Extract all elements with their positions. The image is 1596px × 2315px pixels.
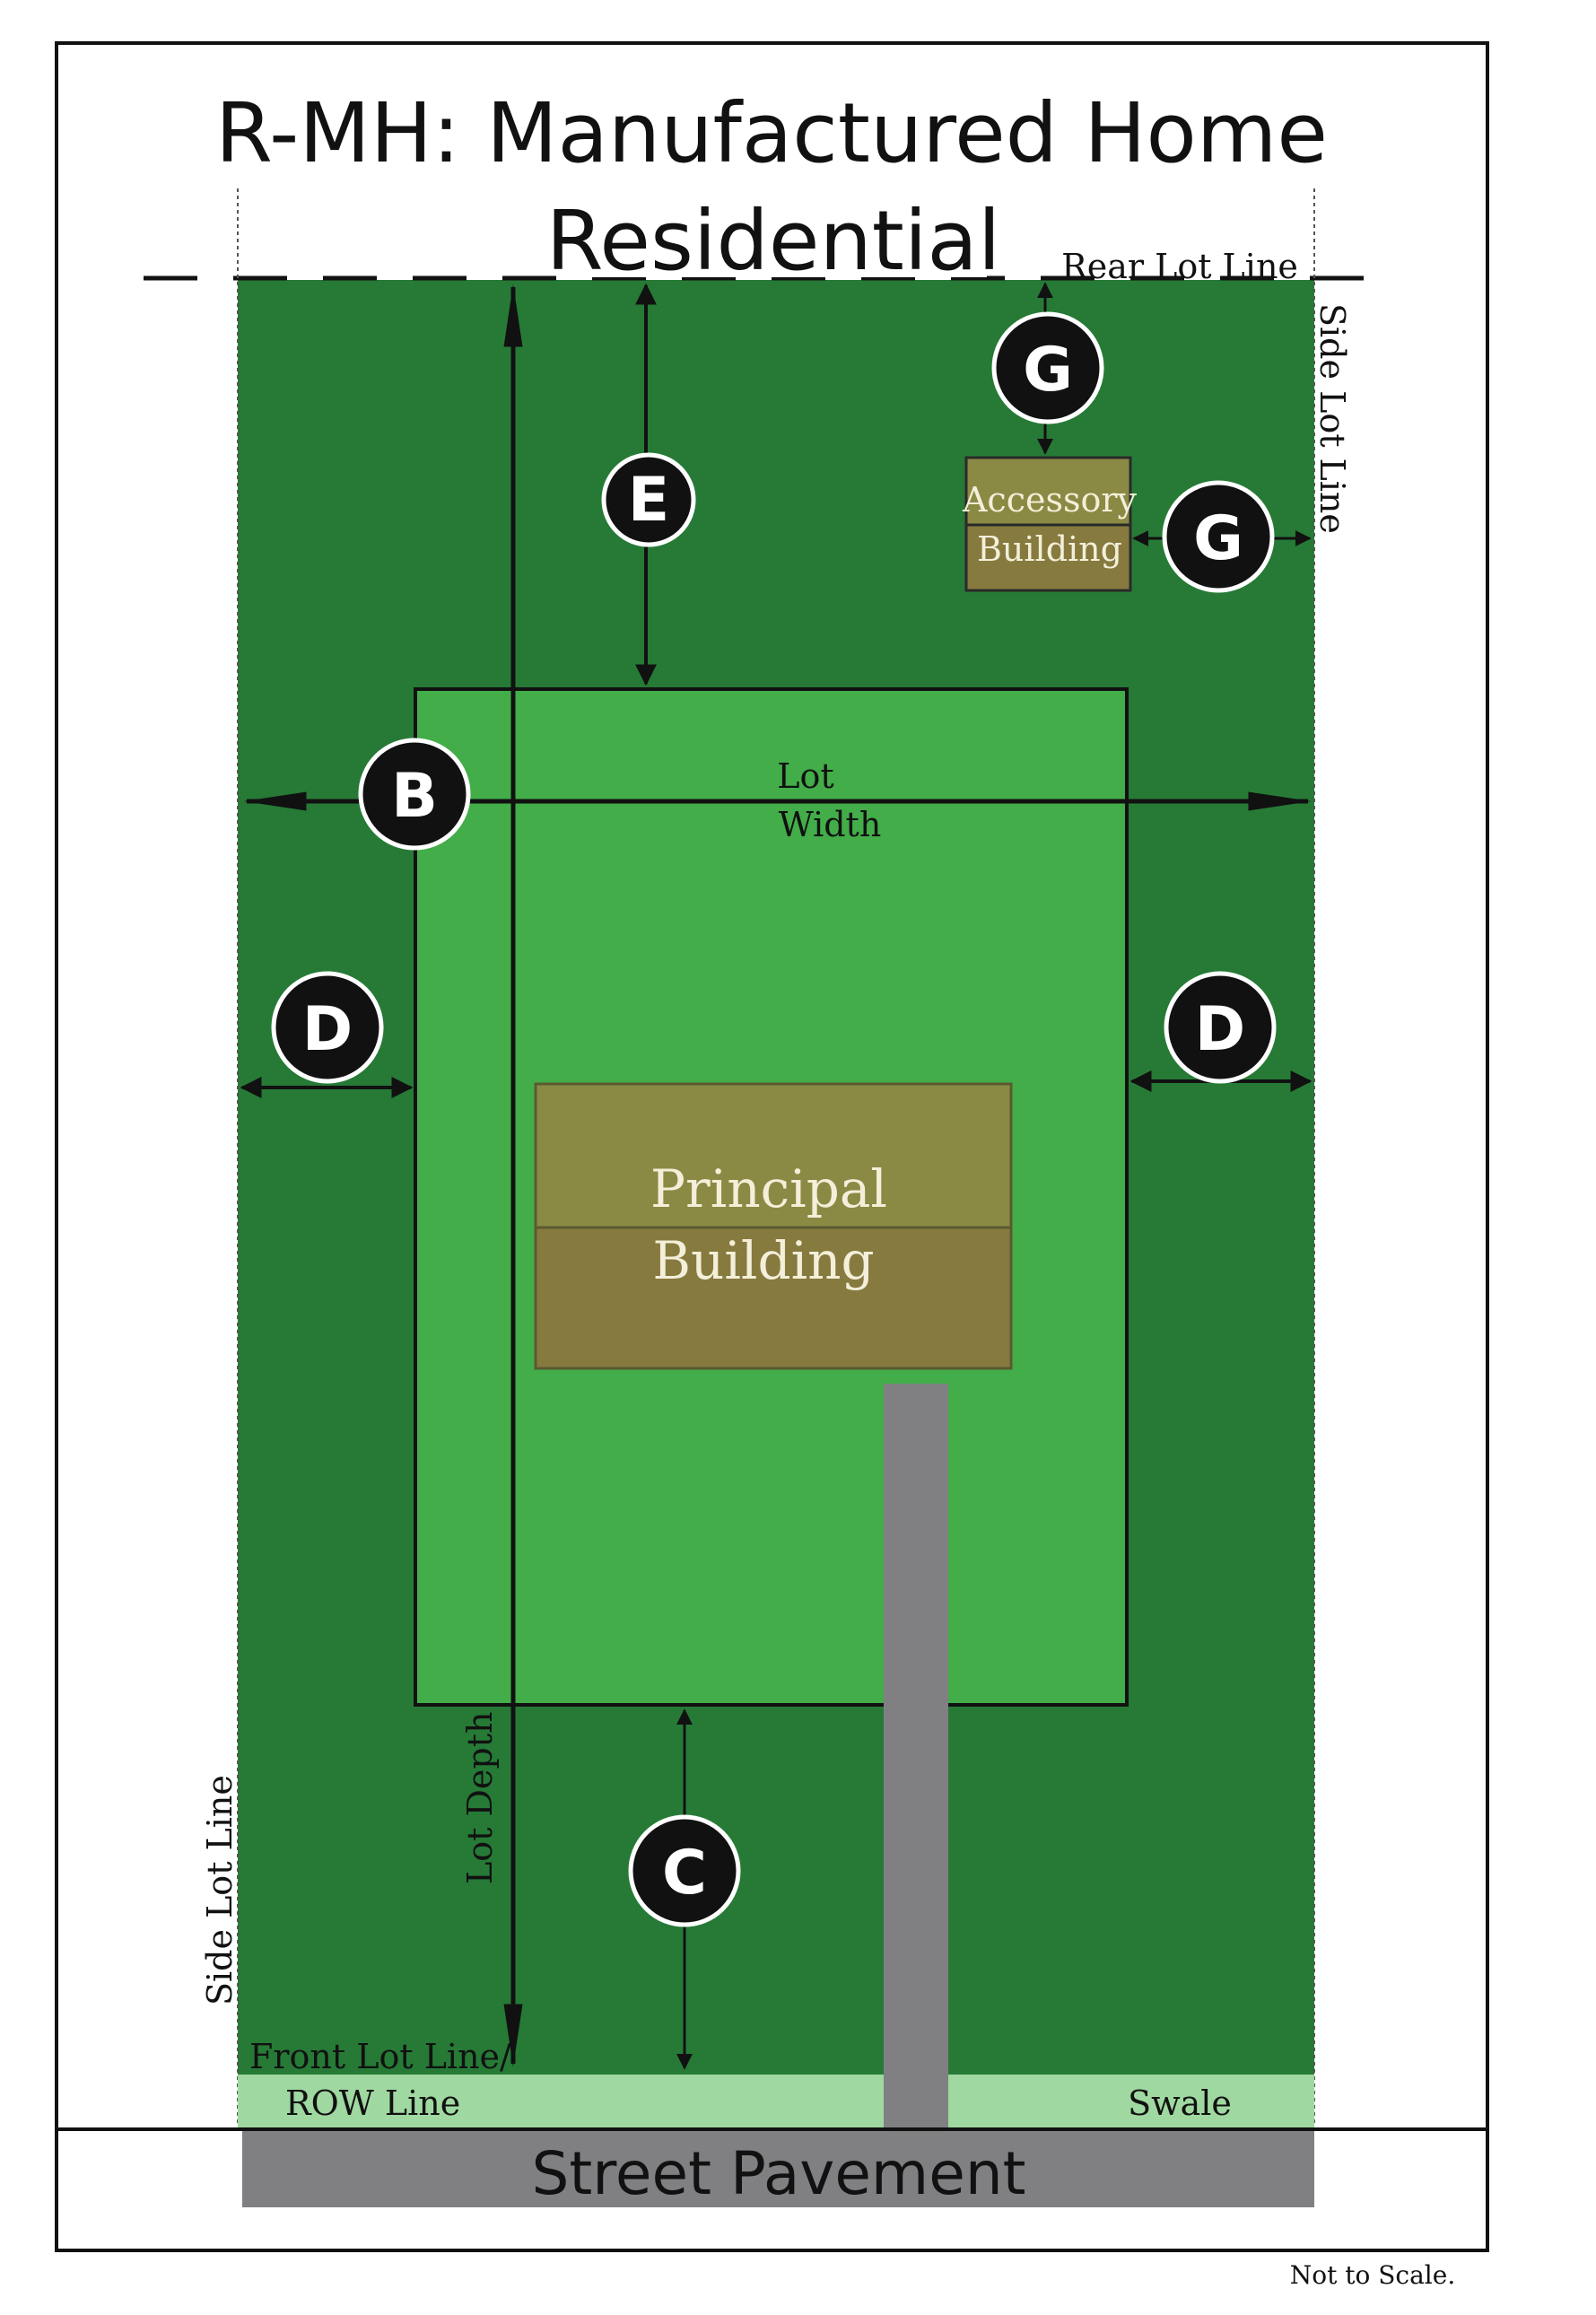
marker-c-letter: C — [662, 1838, 707, 1909]
driveway — [884, 1384, 948, 2128]
side-lot-line-label-left: Side Lot Line — [200, 1775, 240, 2005]
marker-d-right: D — [1164, 971, 1277, 1084]
street-pavement-label: Street Pavement — [531, 2139, 1025, 2208]
marker-g-rear: G — [991, 311, 1104, 424]
principal-building-top — [534, 1082, 1013, 1229]
marker-b: B — [358, 738, 471, 851]
marker-d-left-letter: D — [302, 994, 353, 1065]
principal-building-label-1: Principal — [650, 1158, 887, 1219]
lot-width-label-2: Width — [779, 805, 882, 844]
title-line-1: R-MH: Manufactured Home — [215, 85, 1328, 181]
rear-lot-line-label: Rear Lot Line — [1061, 247, 1298, 286]
marker-g-side-letter: G — [1193, 503, 1243, 574]
marker-d-left: D — [271, 971, 384, 1084]
row-line-label: ROW Line — [285, 2084, 460, 2123]
swale-strip-left — [238, 2075, 884, 2128]
swale-strip-right — [948, 2075, 1314, 2128]
marker-b-letter: B — [391, 761, 438, 832]
marker-e-letter: E — [628, 465, 669, 536]
principal-building-label-2: Building — [652, 1230, 874, 1291]
accessory-building-label-2: Building — [977, 529, 1122, 569]
principal-building-bottom — [534, 1226, 1013, 1370]
marker-d-right-letter: D — [1195, 994, 1245, 1065]
title-backing — [556, 193, 987, 277]
swale-label: Swale — [1128, 2084, 1232, 2123]
marker-e: E — [601, 452, 696, 547]
lot-width-label-1: Lot — [777, 756, 833, 796]
marker-c: C — [628, 1814, 741, 1927]
title-line-2: Residential — [546, 193, 1001, 289]
accessory-building-label-1: Accessory — [962, 480, 1138, 520]
accessory-building-top — [964, 456, 1132, 527]
marker-g-rear-letter: G — [1023, 335, 1073, 406]
not-to-scale-note: Not to Scale. — [1290, 2260, 1456, 2290]
diagram-frame — [55, 41, 1489, 2252]
accessory-building-bottom — [964, 523, 1132, 592]
side-lot-line-label-right: Side Lot Line — [1313, 303, 1352, 534]
front-lot-line-label: Front Lot Line/ — [249, 2037, 511, 2076]
street-pavement — [242, 2131, 1314, 2207]
lot-depth-label: Lot Depth — [460, 1712, 500, 1885]
marker-g-side: G — [1162, 480, 1275, 593]
